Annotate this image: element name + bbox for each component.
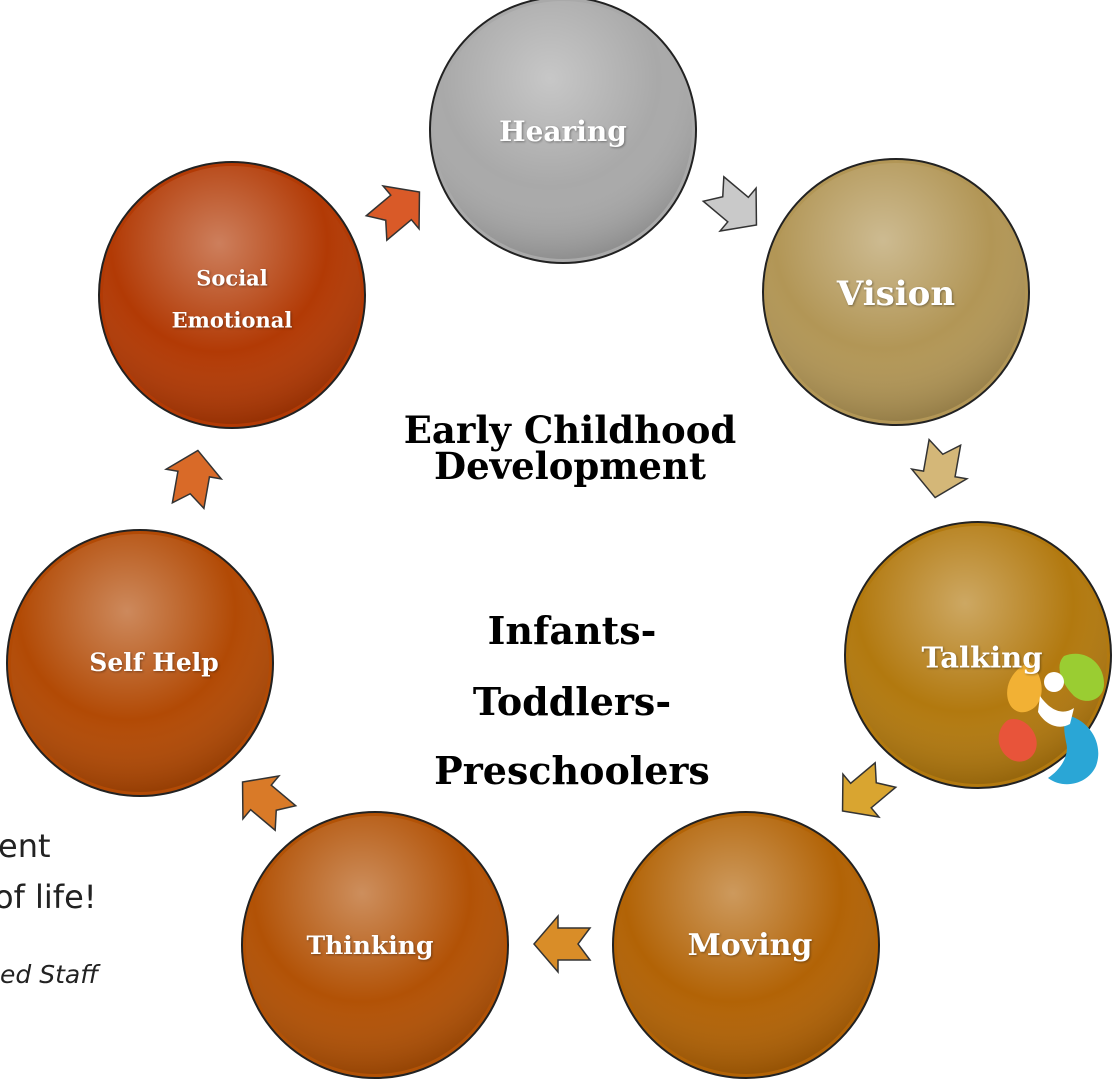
center-subtitle-line3: Preschoolers <box>434 748 710 793</box>
side-text-line3: ed Staff <box>0 960 99 989</box>
node-thinking-label: Thinking <box>306 931 434 961</box>
arrow-self-help-to-social <box>163 449 224 510</box>
node-thinking-shine <box>246 816 504 1074</box>
arrow-hearing-to-vision <box>701 175 758 233</box>
node-social-emotional-shine <box>103 166 361 424</box>
node-self-help-shine <box>11 534 269 792</box>
node-hearing-shine <box>434 1 692 259</box>
side-text-line1: ent <box>0 827 51 865</box>
arrow-social-to-hearing <box>364 184 421 242</box>
organization-logo <box>998 653 1104 785</box>
node-moving-label: Moving <box>687 927 813 963</box>
node-social-label-line1: Social <box>196 265 268 291</box>
side-text-line2: of life! <box>0 878 97 916</box>
center-title-line1: Early Childhood <box>403 408 737 452</box>
node-hearing-label: Hearing <box>499 115 627 149</box>
node-social-emotional-label: Social Emotional <box>172 265 293 336</box>
node-talking-label: Talking <box>921 640 1043 675</box>
node-emotional-label-line2: Emotional <box>171 308 293 333</box>
center-title-line2: Development <box>434 444 706 488</box>
node-moving-shine <box>617 816 875 1074</box>
arrow-vision-to-talking <box>909 438 970 499</box>
arrow-talking-to-moving <box>841 761 898 819</box>
arrow-thinking-to-self-help <box>241 774 298 832</box>
center-subtitle-line1: Infants- <box>487 608 657 653</box>
node-vision-label: Vision <box>836 274 956 315</box>
node-self-help-label: Self Help <box>89 648 219 678</box>
center-subtitle-line2: Toddlers- <box>472 679 672 724</box>
arrow-moving-to-thinking <box>533 913 592 975</box>
node-vision-shine <box>767 163 1025 421</box>
node-talking-shine <box>849 526 1107 784</box>
